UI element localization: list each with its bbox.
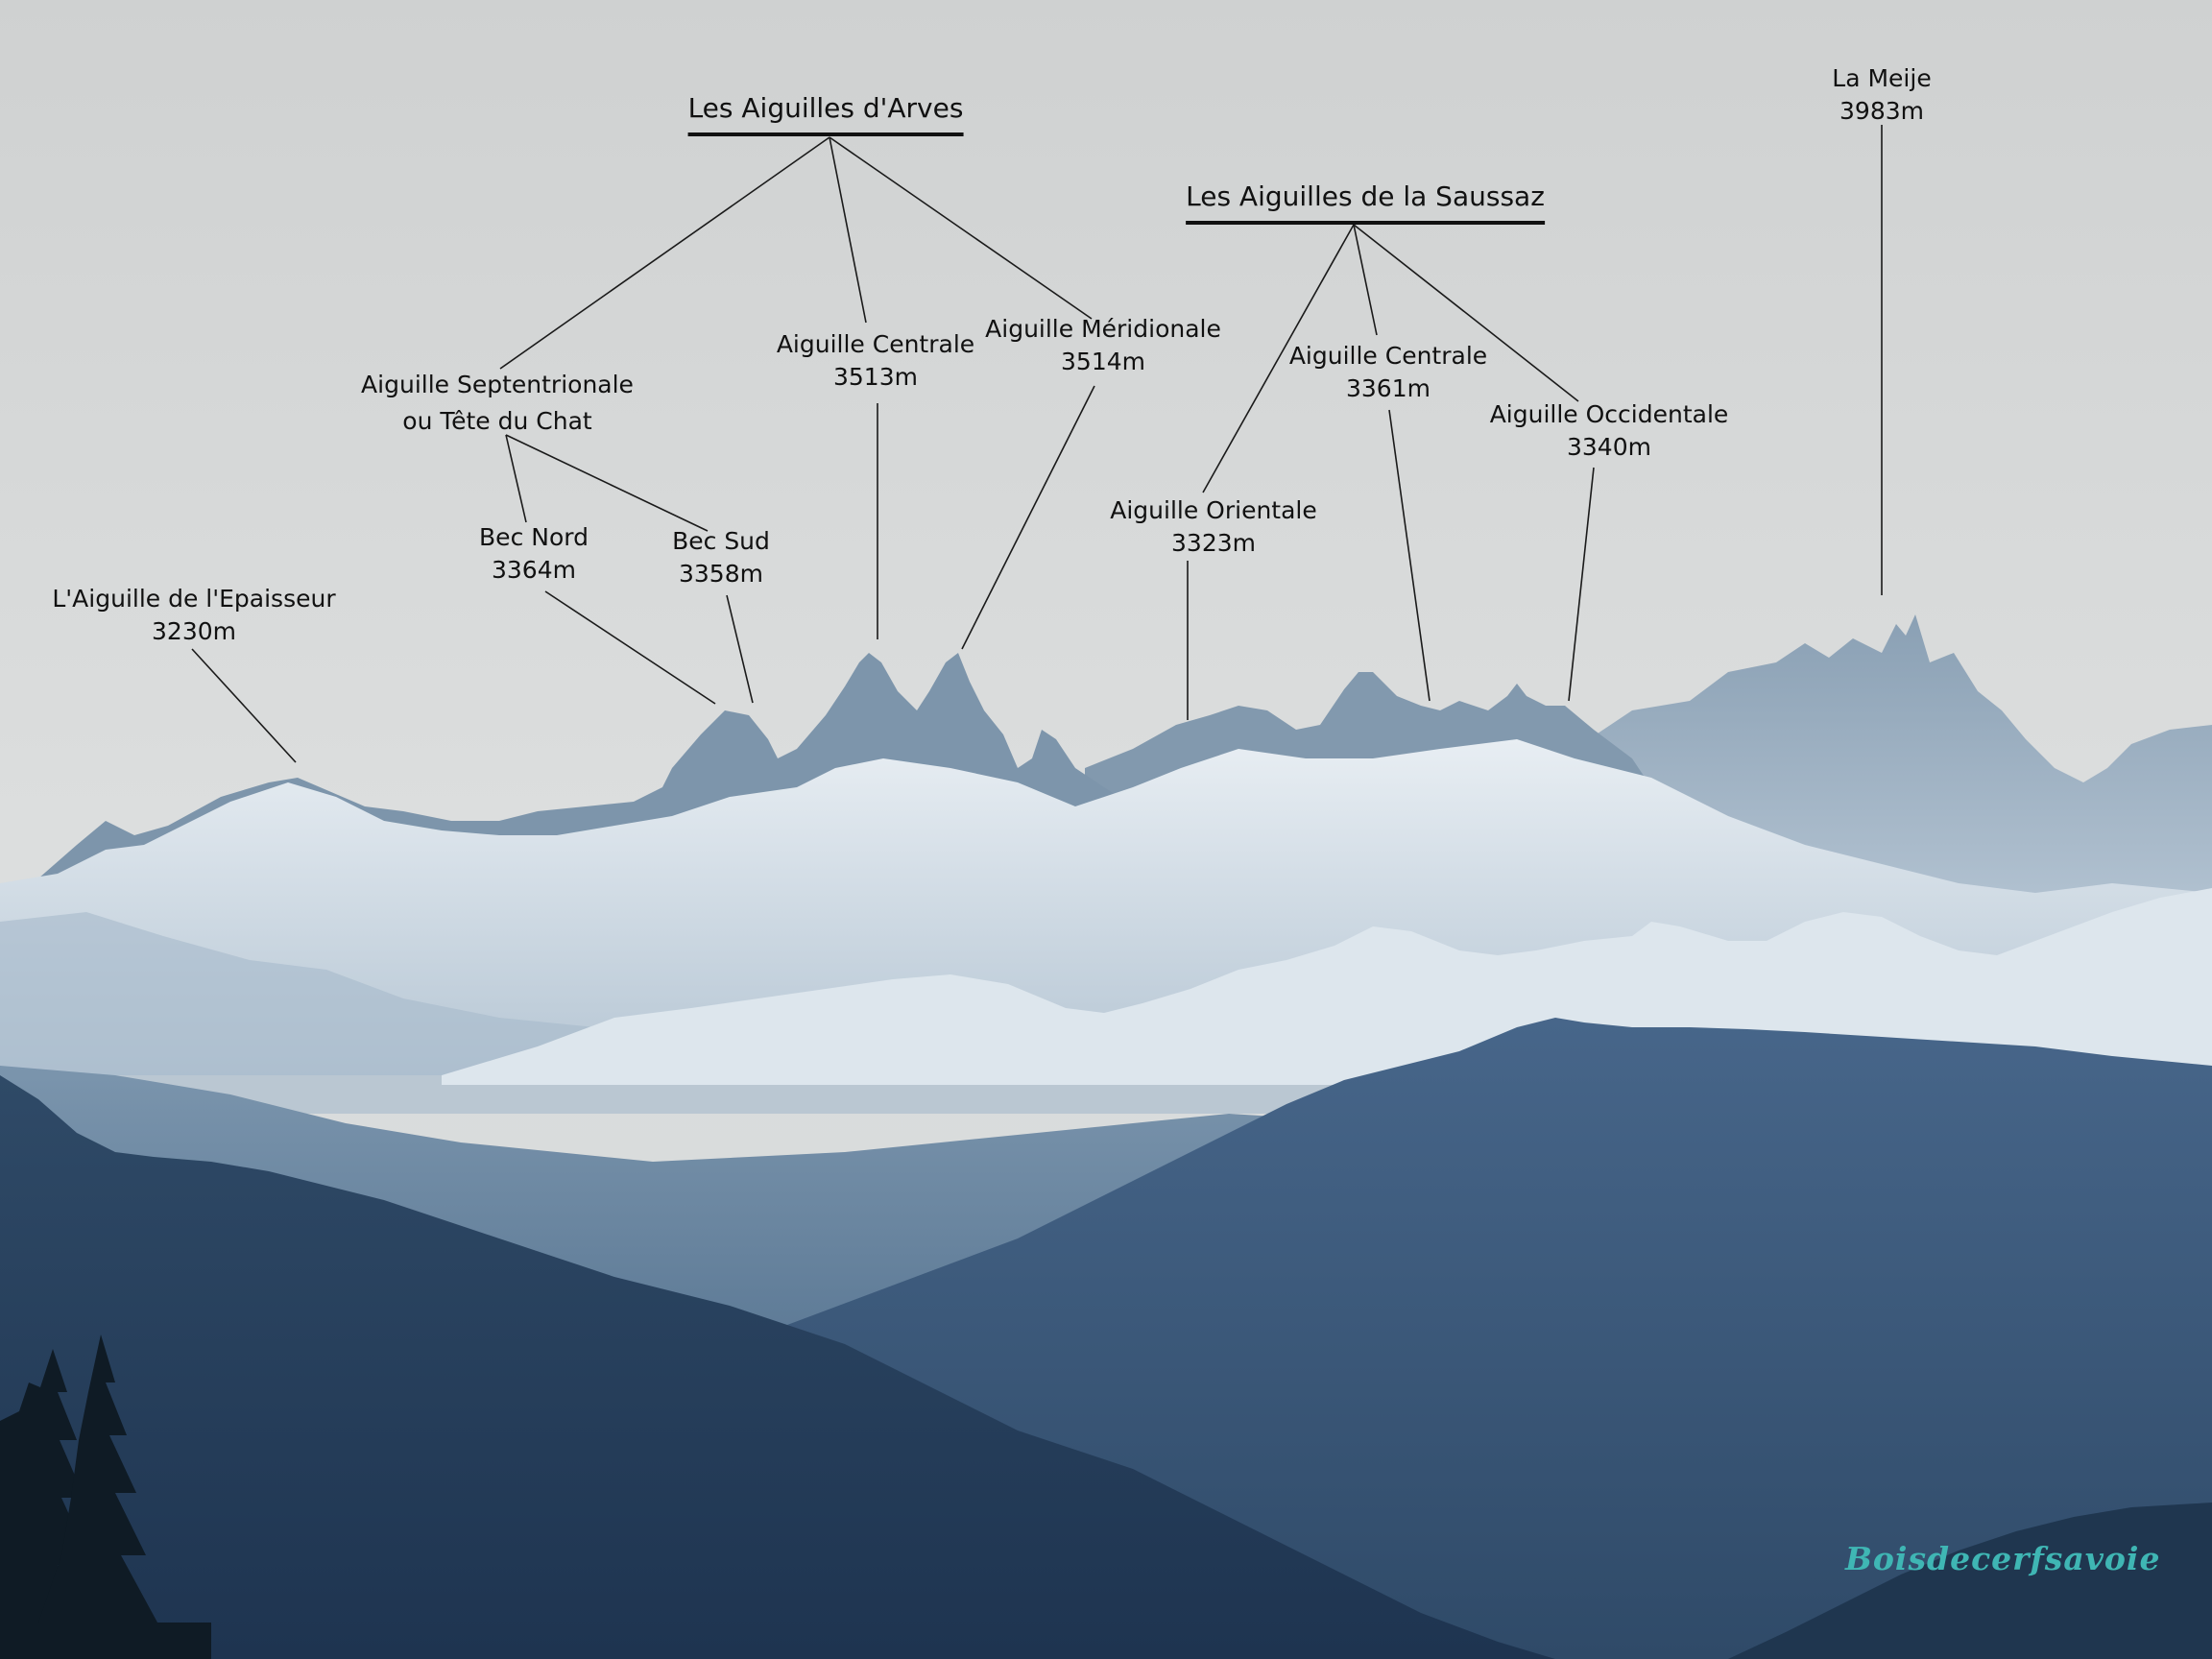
peak-name: Aiguille Centrale — [1288, 342, 1488, 370]
bottom-right-slope — [1728, 1503, 2212, 1659]
peak-label-meije: La Meije 3983m — [1832, 62, 1931, 128]
peak-name: La Meije — [1832, 64, 1932, 92]
peak-altitude: 3361m — [1346, 374, 1431, 402]
leader-lines — [191, 125, 1883, 763]
peak-name: Aiguille Occidentale — [1489, 400, 1729, 428]
conifer-trees — [0, 1334, 211, 1659]
peak-altitude: 3514m — [1061, 348, 1145, 375]
peak-label-occidentale: Aiguille Occidentale 3340m — [1490, 398, 1729, 464]
peak-name: Aiguille Orientale — [1110, 496, 1317, 524]
peak-label-arves-centrale: Aiguille Centrale 3513m — [777, 328, 974, 394]
peak-altitude: 3983m — [1839, 97, 1924, 125]
peak-name: Aiguille Septentrionale — [361, 371, 634, 398]
peak-altitude: 3230m — [152, 617, 236, 645]
peak-label-saussaz-centrale: Aiguille Centrale 3361m — [1289, 340, 1487, 405]
peak-name: Bec Nord — [479, 523, 589, 551]
peak-label-septentrionale: Aiguille Septentrionale ou Tête du Chat — [361, 367, 634, 440]
peak-altitude: 3358m — [679, 560, 763, 588]
peak-name: Aiguille Méridionale — [985, 315, 1221, 343]
group-title: Les Aiguilles d'Arves — [687, 92, 964, 124]
peak-altitude: 3340m — [1567, 433, 1651, 461]
left-dark-ridge — [0, 1075, 1555, 1659]
watermark: Boisdecerfsavoie — [1845, 1540, 2161, 1577]
group-title: Les Aiguilles de la Saussaz — [1186, 180, 1545, 212]
peak-name: L'Aiguille de l'Epaisseur — [52, 585, 336, 613]
peak-altitude: 3513m — [833, 363, 918, 391]
peak-altitude: 3323m — [1171, 529, 1256, 557]
peak-label-bec-nord: Bec Nord 3364m — [479, 521, 589, 587]
group-label-aiguilles-saussaz: Les Aiguilles de la Saussaz — [1186, 180, 1545, 225]
peak-label-bec-sud: Bec Sud 3358m — [672, 525, 770, 590]
peak-label-epaisseur: L'Aiguille de l'Epaisseur 3230m — [52, 583, 335, 648]
peak-label-orientale: Aiguille Orientale 3323m — [1110, 494, 1317, 560]
peak-label-meridionale: Aiguille Méridionale 3514m — [985, 313, 1221, 378]
peak-altitude: 3364m — [492, 556, 576, 584]
peak-name-alt: ou Tête du Chat — [402, 407, 592, 435]
peak-name: Bec Sud — [672, 527, 770, 555]
group-label-aiguilles-arves: Les Aiguilles d'Arves — [687, 92, 964, 136]
peak-name: Aiguille Centrale — [776, 330, 975, 358]
